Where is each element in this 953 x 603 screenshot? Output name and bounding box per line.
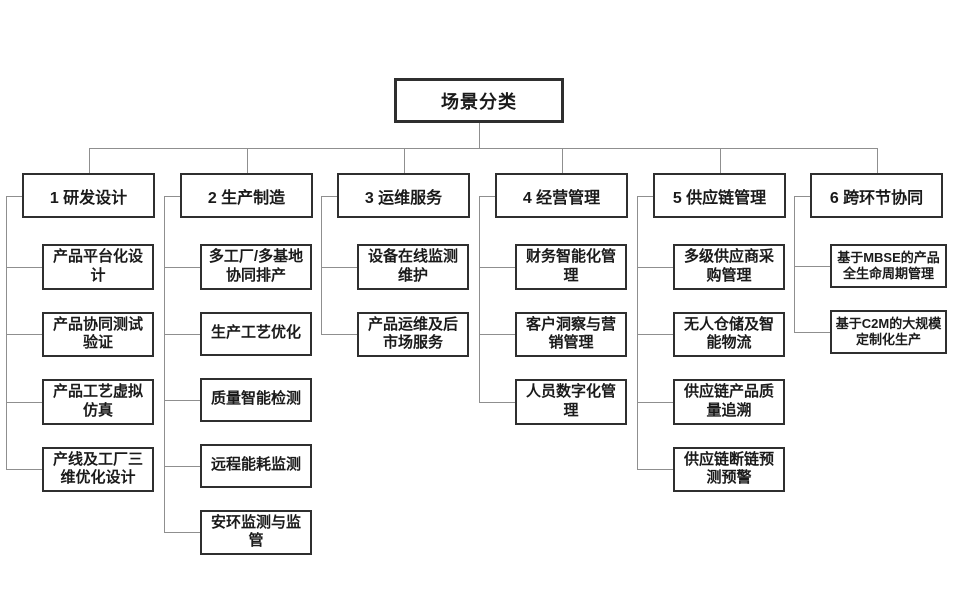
connector-line	[479, 123, 480, 148]
connector-line	[164, 195, 165, 533]
connector-line	[321, 334, 357, 336]
category-column-business-management: 4 经营管理财务智能化管理客户洞察与营销管理人员数字化管理	[495, 173, 628, 425]
category-column-operations-maintenance-service: 3 运维服务设备在线监测维护产品运维及后市场服务	[337, 173, 470, 357]
scenario-box: 供应链产品质量追溯	[673, 379, 785, 425]
connector-line	[479, 195, 495, 197]
root-node: 场景分类	[394, 78, 564, 123]
connector-line	[637, 334, 673, 336]
scenario-box: 设备在线监测维护	[357, 244, 469, 290]
scenario-box: 客户洞察与营销管理	[515, 311, 627, 357]
scenario-box: 基于MBSE的产品全生命周期管理	[830, 244, 947, 288]
category-header-research-design: 1 研发设计	[22, 173, 155, 218]
connector-line	[6, 195, 7, 470]
scenario-box: 安环监测与监管	[200, 509, 312, 555]
category-header-supply-chain-management: 5 供应链管理	[653, 173, 786, 218]
connector-line	[88, 148, 877, 149]
scenario-box: 产品平台化设计	[42, 244, 154, 290]
connector-line	[164, 266, 200, 268]
connector-line	[164, 465, 200, 467]
connector-line	[321, 195, 337, 197]
scenario-box: 人员数字化管理	[515, 379, 627, 425]
category-header-operations-maintenance-service: 3 运维服务	[337, 173, 470, 218]
scenario-list-production-manufacturing: 多工厂/多基地协同排产生产工艺优化质量智能检测远程能耗监测安环监测与监管	[200, 244, 313, 555]
scenario-box: 生产工艺优化	[200, 311, 312, 356]
scenario-box: 远程能耗监测	[200, 443, 312, 488]
connector-line	[637, 195, 653, 197]
connector-line	[479, 266, 515, 268]
scenario-list-operations-maintenance-service: 设备在线监测维护产品运维及后市场服务	[357, 244, 470, 357]
connector-line	[479, 401, 515, 403]
scenario-list-cross-link-collaboration: 基于MBSE的产品全生命周期管理基于C2M的大规模定制化生产	[830, 244, 947, 354]
scenario-list-research-design: 产品平台化设计产品协同测试验证产品工艺虚拟仿真产线及工厂三维优化设计	[42, 244, 155, 492]
category-header-business-management: 4 经营管理	[495, 173, 628, 218]
connector-line	[719, 148, 721, 173]
connector-line	[637, 469, 673, 471]
connector-line	[794, 195, 795, 332]
category-header-production-manufacturing: 2 生产制造	[180, 173, 313, 218]
connector-line	[246, 148, 248, 173]
connector-line	[164, 333, 200, 335]
connector-line	[876, 148, 878, 173]
scenario-box: 产品工艺虚拟仿真	[42, 379, 154, 425]
connector-line	[321, 266, 357, 268]
connector-line	[403, 148, 405, 173]
scenario-box: 供应链断链预测预警	[673, 446, 785, 492]
connector-line	[6, 469, 42, 471]
scenario-box: 产品协同测试验证	[42, 311, 154, 357]
connector-line	[88, 148, 90, 173]
connector-line	[479, 195, 480, 402]
scenario-box: 多级供应商采购管理	[673, 244, 785, 290]
category-column-research-design: 1 研发设计产品平台化设计产品协同测试验证产品工艺虚拟仿真产线及工厂三维优化设计	[22, 173, 155, 492]
scenario-box: 无人仓储及智能物流	[673, 311, 785, 357]
connector-line	[164, 399, 200, 401]
scenario-box: 基于C2M的大规模定制化生产	[830, 310, 947, 354]
scenario-list-supply-chain-management: 多级供应商采购管理无人仓储及智能物流供应链产品质量追溯供应链断链预测预警	[673, 244, 786, 492]
connector-line	[637, 266, 673, 268]
category-column-cross-link-collaboration: 6 跨环节协同基于MBSE的产品全生命周期管理基于C2M的大规模定制化生产	[810, 173, 947, 354]
connector-line	[164, 195, 180, 197]
connector-line	[794, 266, 830, 267]
connector-line	[637, 195, 638, 470]
connector-line	[794, 332, 830, 333]
connector-line	[6, 195, 22, 197]
scenario-box: 产线及工厂三维优化设计	[42, 446, 154, 492]
scenario-box: 多工厂/多基地协同排产	[200, 244, 312, 290]
connector-line	[6, 401, 42, 403]
scenario-box: 产品运维及后市场服务	[357, 311, 469, 357]
scenario-box: 质量智能检测	[200, 377, 312, 422]
category-column-production-manufacturing: 2 生产制造多工厂/多基地协同排产生产工艺优化质量智能检测远程能耗监测安环监测与…	[180, 173, 313, 555]
connector-line	[6, 334, 42, 336]
connector-line	[6, 266, 42, 268]
category-column-supply-chain-management: 5 供应链管理多级供应商采购管理无人仓储及智能物流供应链产品质量追溯供应链断链预…	[653, 173, 786, 492]
connector-line	[794, 195, 810, 197]
connector-line	[321, 195, 322, 335]
connector-line	[561, 148, 563, 173]
scenario-list-business-management: 财务智能化管理客户洞察与营销管理人员数字化管理	[515, 244, 628, 425]
category-header-cross-link-collaboration: 6 跨环节协同	[810, 173, 943, 218]
connector-line	[637, 401, 673, 403]
connector-line	[164, 532, 200, 534]
connector-line	[479, 334, 515, 336]
scenario-box: 财务智能化管理	[515, 244, 627, 290]
